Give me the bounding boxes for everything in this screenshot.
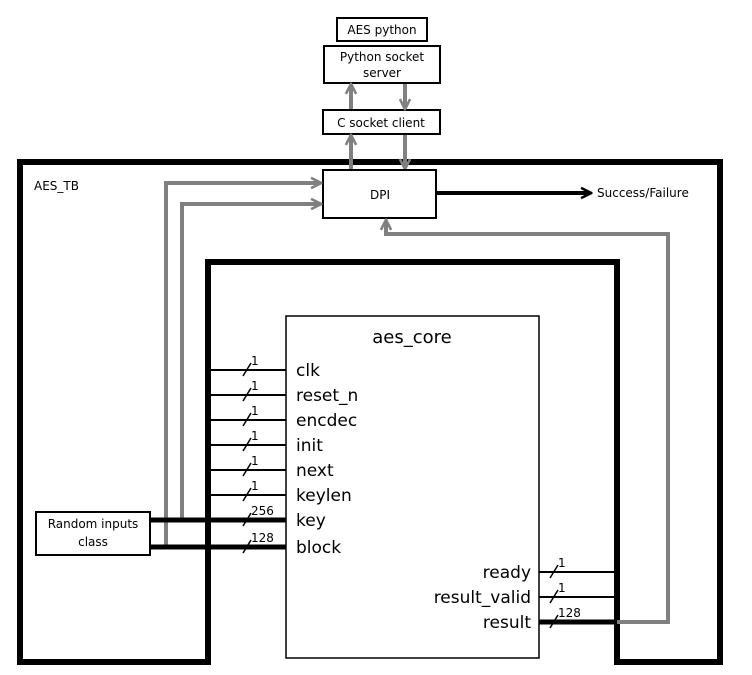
random-to-dpi-path-2 (180, 204, 320, 518)
bus-slash (242, 539, 252, 554)
success-failure-label: Success/Failure (597, 186, 689, 200)
bus-slash (242, 362, 252, 377)
input-width-keylen: 1 (251, 479, 259, 493)
random-inputs-label-line1: Random inputs (48, 517, 139, 531)
input-width-next: 1 (251, 454, 259, 468)
result-to-dpi-path (386, 221, 670, 624)
port-label-result: result (483, 613, 531, 633)
input-width-encdec: 1 (251, 404, 259, 418)
input-width-init: 1 (251, 429, 259, 443)
input-width-reset_n: 1 (251, 379, 259, 393)
input-width-key: 256 (251, 504, 274, 518)
input-width-block: 128 (251, 531, 274, 545)
bus-slash (242, 462, 252, 477)
random-to-dpi-path-1 (164, 183, 320, 546)
port-label-init: init (296, 436, 323, 456)
python-server-box (323, 45, 441, 84)
output-width-result_valid: 1 (558, 581, 566, 595)
bus-slash (242, 487, 252, 502)
input-width-clk: 1 (251, 354, 259, 368)
bus-slash (242, 512, 252, 527)
bus-slash (242, 412, 252, 427)
output-width-ready: 1 (558, 556, 566, 570)
port-label-block: block (296, 538, 341, 558)
port-label-result_valid: result_valid (434, 588, 531, 608)
port-label-encdec: encdec (296, 411, 357, 431)
bus-slash (549, 564, 559, 579)
port-label-ready: ready (483, 563, 531, 583)
port-label-clk: clk (296, 361, 320, 381)
python-server-label-line1: Python socket (340, 50, 425, 64)
output-width-result: 128 (558, 606, 581, 620)
random-inputs-box (35, 511, 151, 556)
output-ports: 1 ready 1 result_valid 128 result (434, 556, 617, 633)
bus-slash (549, 614, 559, 629)
aes-core-title: aes_core (372, 327, 451, 348)
dpi-label: DPI (370, 188, 390, 202)
input-ports: 1 clk 1 reset_n 1 encdec 1 init 1 next 1 keylen 256 k… (150, 354, 358, 558)
port-label-keylen: keylen (296, 486, 352, 506)
bus-slash (242, 387, 252, 402)
c-client-label: C socket client (337, 116, 425, 130)
testbench-label: AES_TB (34, 179, 79, 193)
dpi-box (322, 169, 437, 219)
c-client-box (322, 109, 441, 135)
port-label-next: next (296, 461, 334, 481)
aes-python-box (336, 17, 428, 42)
aes-python-label: AES python (347, 23, 416, 37)
testbench-boundary (17, 159, 723, 665)
port-label-key: key (296, 511, 326, 531)
port-label-reset_n: reset_n (296, 386, 358, 406)
python-server-label-line2: server (363, 66, 401, 80)
random-inputs-label-line2: class (78, 535, 108, 549)
bus-slash (242, 437, 252, 452)
aes-core-box (285, 315, 540, 659)
bus-slash (549, 589, 559, 604)
